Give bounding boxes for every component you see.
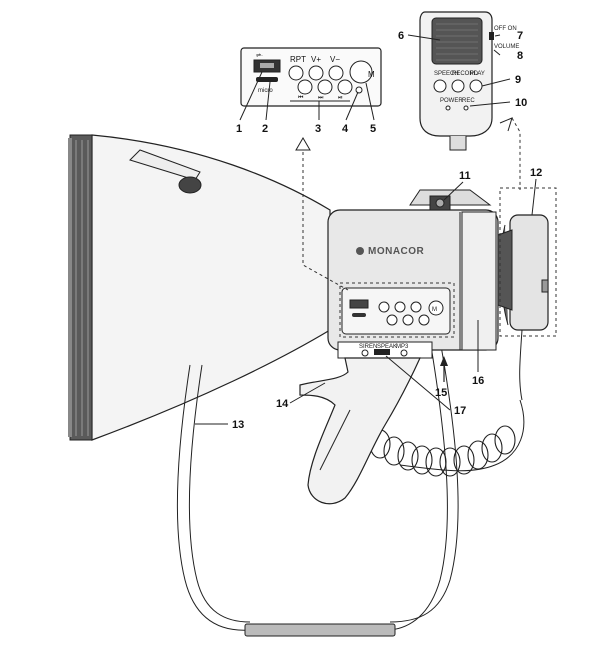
svg-text:RECORD: RECORD <box>452 71 479 77</box>
callout-10: 10 <box>515 97 527 109</box>
callout-6: 6 <box>398 30 404 42</box>
callout-4: 4 <box>342 123 349 135</box>
body-control-panel: M <box>341 287 451 335</box>
svg-text:M: M <box>432 307 437 313</box>
pistol-grip <box>299 357 421 505</box>
callout-3: 3 <box>315 123 321 135</box>
control-panel-detail: ⇌· micro RPT V+ V− M ⏮ ⏭ ⏯ <box>240 47 382 107</box>
callout-13: 13 <box>232 419 244 431</box>
callout-12: 12 <box>530 167 542 179</box>
svg-text:⇌·: ⇌· <box>256 52 263 59</box>
callout-15: 15 <box>435 387 447 399</box>
callout-16: 16 <box>472 375 484 387</box>
horn <box>68 134 331 441</box>
svg-text:SIREN: SIREN <box>359 344 377 350</box>
microphone-detail: SPEECH RECORD PLAY POWER REC OFF ON VOLU… <box>419 11 519 151</box>
microphone-holder-clip <box>409 189 492 211</box>
svg-text:SPEECH: SPEECH <box>434 71 459 77</box>
callout-2: 2 <box>262 123 268 135</box>
callout-17: 17 <box>454 405 466 417</box>
guide-lines <box>295 117 557 382</box>
svg-text:MP3: MP3 <box>396 344 409 350</box>
svg-text:RPT: RPT <box>290 55 306 64</box>
svg-text:OFF ON: OFF ON <box>494 26 517 32</box>
svg-text:⏭: ⏭ <box>318 95 324 101</box>
callout-9: 9 <box>515 74 521 86</box>
callout-11: 11 <box>459 170 471 182</box>
callout-numbers: 1 2 3 4 5 6 7 8 9 10 11 12 13 14 15 16 1… <box>232 30 542 431</box>
callout-7: 7 <box>517 30 523 42</box>
shoulder-strap <box>176 339 459 637</box>
svg-text:V−: V− <box>330 55 340 64</box>
callout-8: 8 <box>517 50 523 62</box>
svg-text:micro: micro <box>258 88 273 94</box>
callout-1: 1 <box>236 123 242 135</box>
svg-text:PLAY: PLAY <box>470 71 485 77</box>
callout-5: 5 <box>370 123 376 135</box>
svg-text:REC: REC <box>462 98 475 104</box>
svg-text:VOLUME: VOLUME <box>494 44 519 50</box>
svg-text:V+: V+ <box>311 55 321 64</box>
coiled-cable <box>369 399 525 477</box>
callout-leaders <box>195 34 537 425</box>
brand-logo: MONACOR <box>368 246 425 257</box>
microphone <box>497 214 549 401</box>
svg-text:⏮: ⏮ <box>298 95 304 101</box>
svg-text:SPEAK: SPEAK <box>377 344 397 350</box>
carry-bracket <box>129 149 202 194</box>
svg-text:POWER: POWER <box>440 98 463 104</box>
callout-14: 14 <box>276 398 289 410</box>
svg-text:⏯: ⏯ <box>338 95 343 101</box>
mode-switch-panel: SIREN SPEAK MP3 <box>337 341 433 359</box>
svg-text:M: M <box>368 70 375 79</box>
